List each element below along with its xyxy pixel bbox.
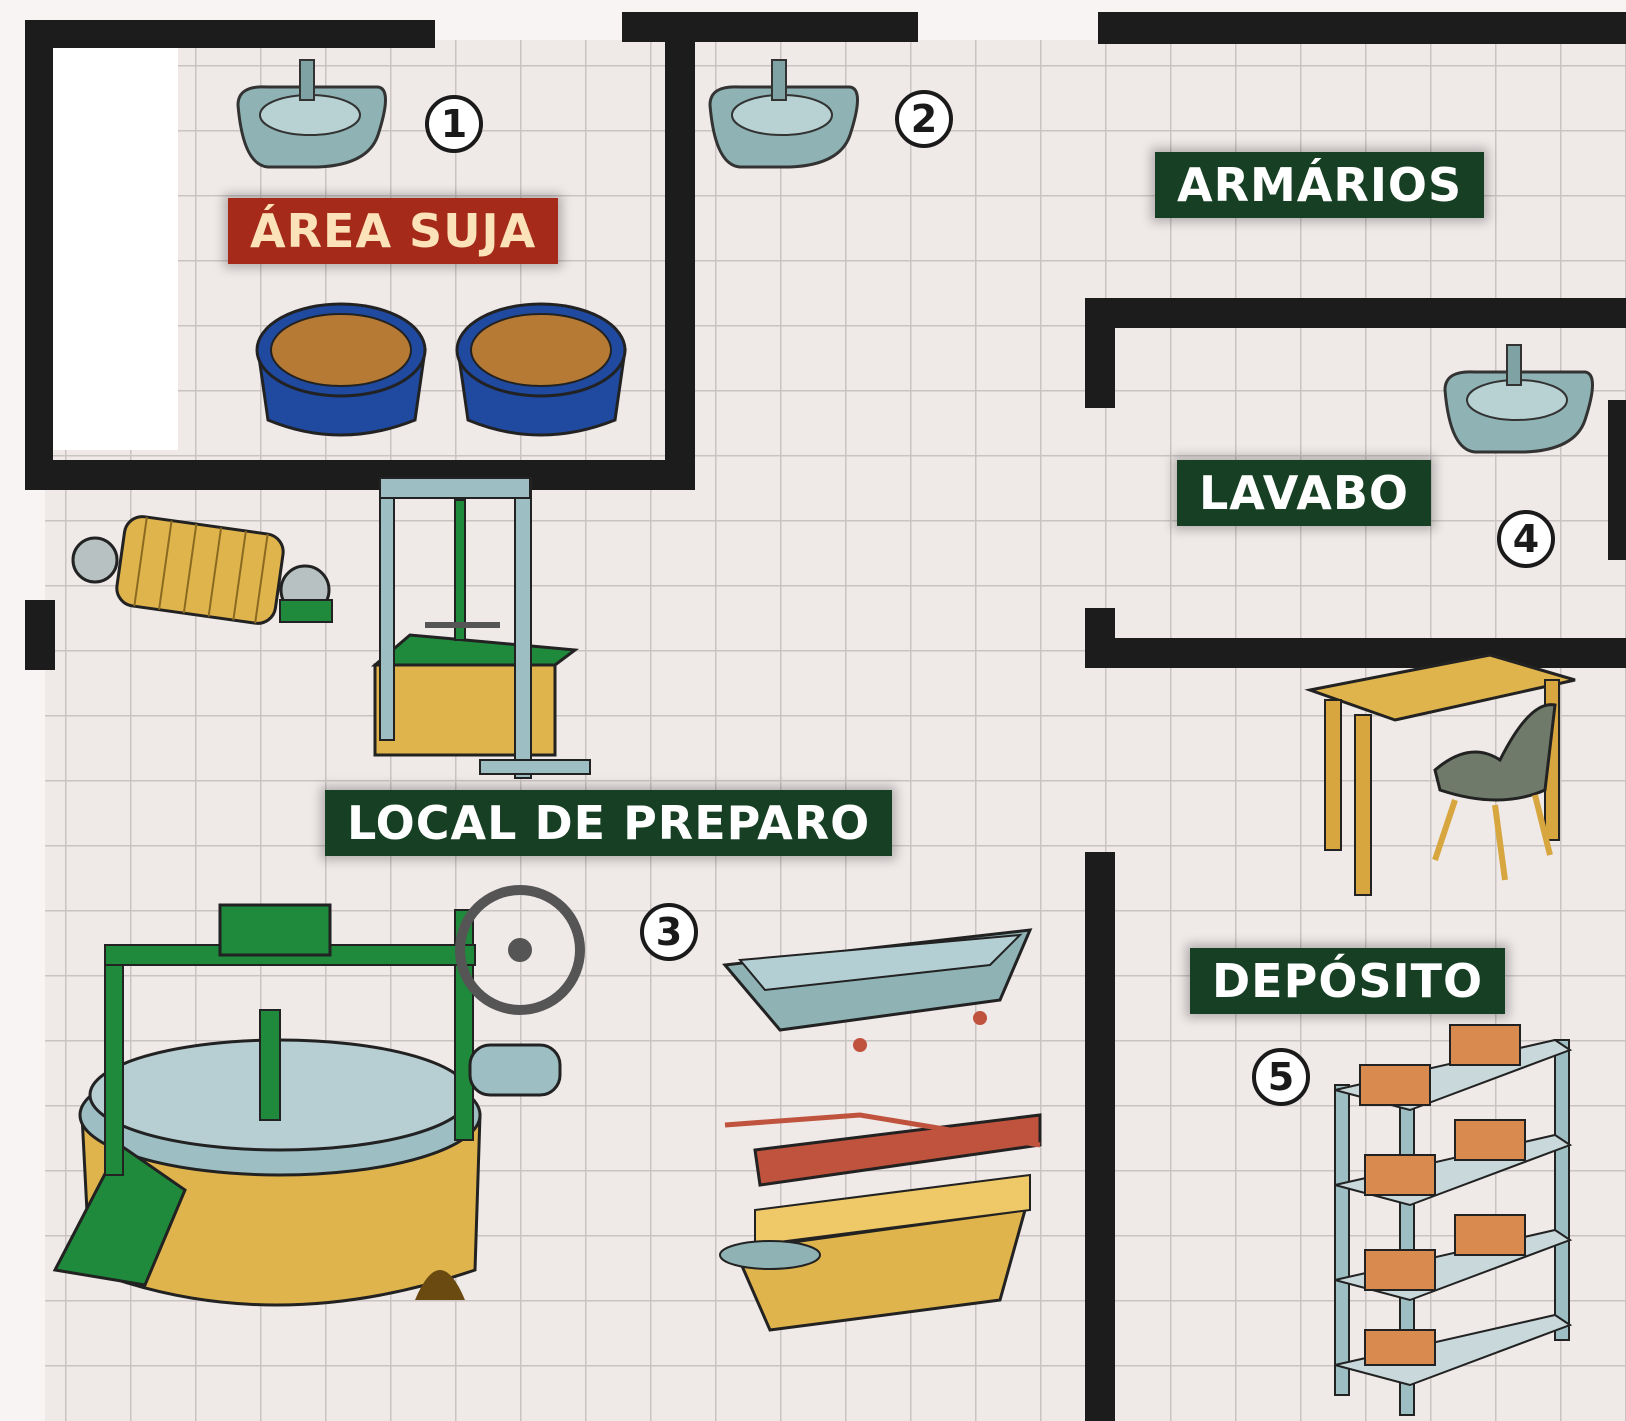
room-label-lockers: ARMÁRIOS (1155, 152, 1485, 218)
room-label-storage: DEPÓSITO (1190, 948, 1506, 1014)
press-icon (370, 477, 591, 779)
grater-machine-icon (71, 515, 333, 625)
marker-5: 5 (1252, 1048, 1310, 1106)
basin-icon (255, 302, 427, 437)
desk-icon (1304, 653, 1576, 896)
marker-1: 1 (425, 95, 483, 153)
room-label-washroom: LAVABO (1177, 460, 1432, 526)
marker-3: 3 (640, 903, 698, 961)
marker-4: 4 (1497, 510, 1555, 568)
marker-2: 2 (895, 90, 953, 148)
dirty-area-blank-corner (48, 40, 178, 450)
room-label-prep-area: LOCAL DE PREPARO (325, 790, 893, 856)
roasting-oven-icon (52, 885, 585, 1307)
chair-icon (1432, 703, 1557, 881)
walls (25, 12, 1626, 1421)
trough-icon (722, 928, 1033, 1052)
basin-icon (455, 302, 627, 437)
sieve-trough-icon (719, 1112, 1042, 1332)
sink-icon (1443, 344, 1594, 454)
room-label-dirty-area: ÁREA SUJA (228, 198, 559, 264)
shelf-with-boxes-icon (1334, 1024, 1573, 1416)
sink-icon (236, 59, 387, 169)
sink-icon (708, 59, 859, 169)
